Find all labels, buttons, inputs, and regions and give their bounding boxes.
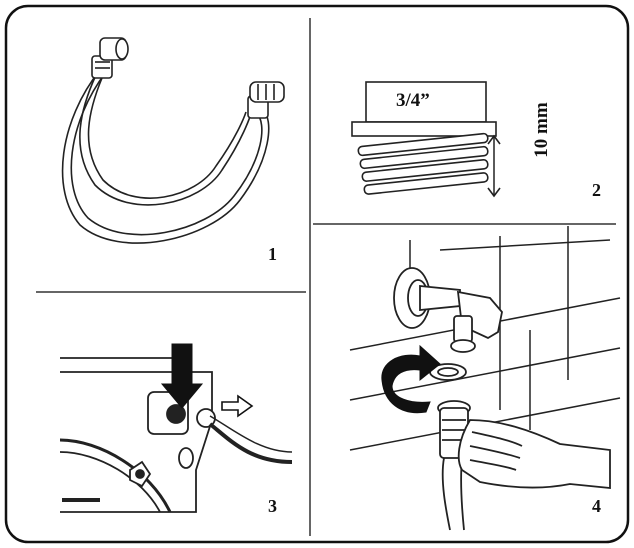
- inlet-hose-illustration: [63, 38, 284, 243]
- panel-number-1: 1: [268, 244, 277, 265]
- hand-illustration: [459, 420, 610, 488]
- thread-size-label: 3/4”: [396, 90, 430, 112]
- panel-number-3: 3: [268, 496, 277, 517]
- tiled-wall: [350, 226, 620, 450]
- tap-illustration: [394, 268, 502, 352]
- panel-number-2: 2: [592, 180, 601, 201]
- rotate-arrow-icon: [382, 346, 440, 413]
- panel-number-4: 4: [592, 496, 601, 517]
- thread-length-label: 10 mm: [531, 85, 555, 175]
- pull-arrow-icon: [222, 396, 252, 416]
